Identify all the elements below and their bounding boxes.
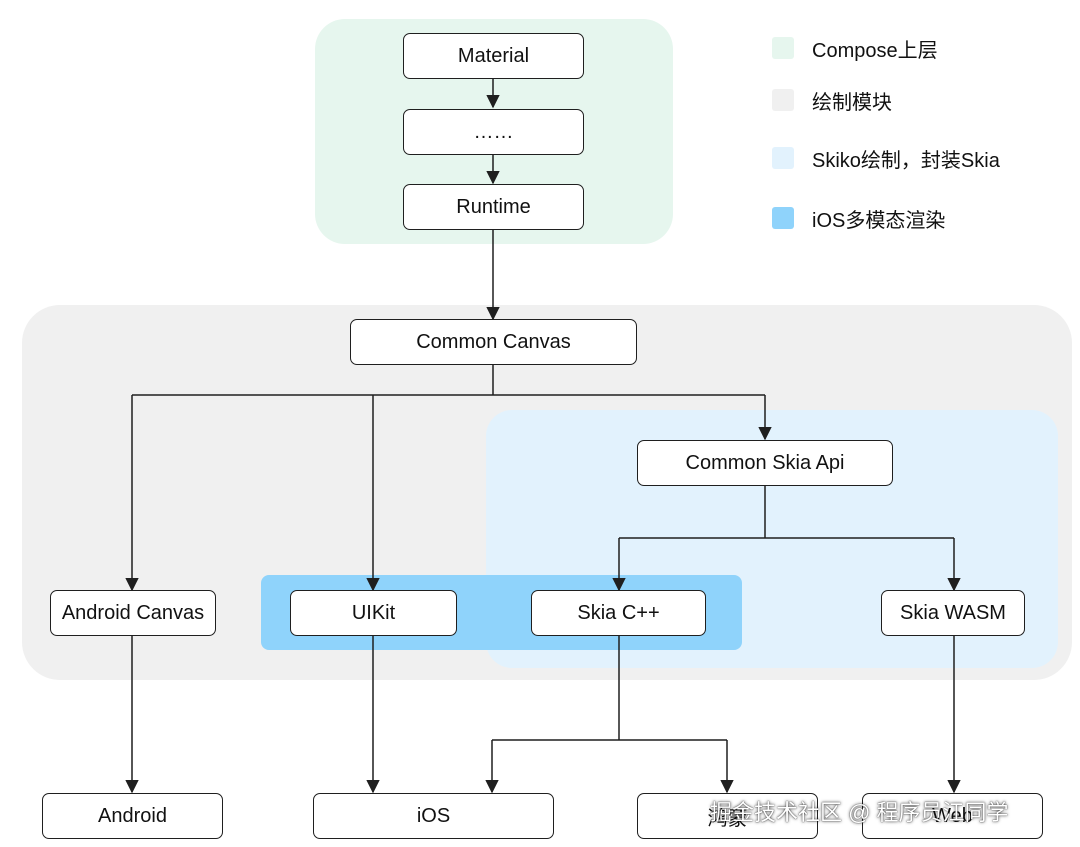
legend-swatch [772,37,794,59]
legend-item-skiko: Skiko绘制，封装Skia [772,146,1000,172]
legend-item-compose: Compose上层 [772,36,938,62]
legend-label: Compose上层 [812,39,938,62]
legend-swatch [772,207,794,229]
node-skia-wasm: Skia WASM [881,590,1025,636]
node-uikit: UIKit [290,590,457,636]
node-runtime: Runtime [403,184,584,230]
node-material: Material [403,33,584,79]
node-skia-cpp: Skia C++ [531,590,706,636]
legend-label: Skiko绘制，封装Skia [812,149,1000,172]
legend-swatch [772,147,794,169]
watermark: 掘金技术社区 @ 程序员江同学 [710,800,1009,825]
node-ellipsis: …… [403,109,584,155]
legend-item-ios-multimodal: iOS多模态渲染 [772,206,946,232]
node-common-canvas: Common Canvas [350,319,637,365]
node-harmony: 鸿蒙 [637,793,818,839]
legend-swatch [772,89,794,111]
legend-item-drawing: 绘制模块 [772,88,892,114]
node-web: Web [862,793,1043,839]
node-android: Android [42,793,223,839]
node-android-canvas: Android Canvas [50,590,216,636]
node-ios: iOS [313,793,554,839]
legend-label: 绘制模块 [812,91,892,114]
legend-label: iOS多模态渲染 [812,209,946,232]
node-common-skia-api: Common Skia Api [637,440,893,486]
